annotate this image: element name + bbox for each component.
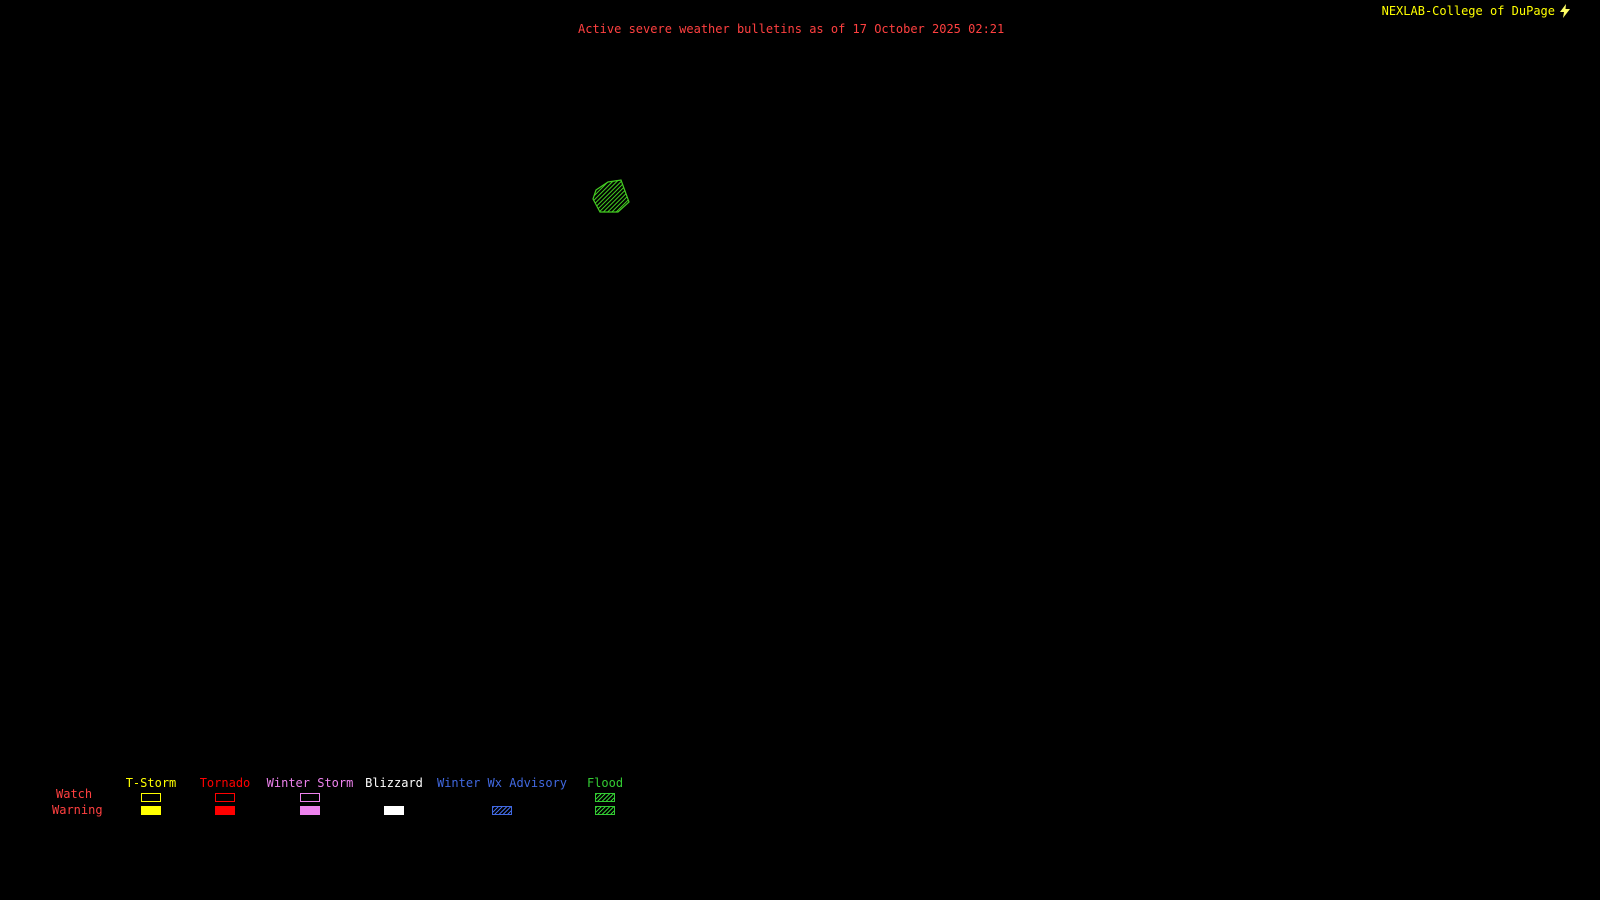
legend-warning-label: Warning bbox=[52, 803, 103, 817]
tornado-label: Tornado bbox=[199, 776, 251, 790]
legend: Watch Warning T-Storm Tornado Winter Sto… bbox=[0, 776, 1600, 824]
legend-column-blizzard: Blizzard bbox=[363, 776, 425, 815]
winter-storm-warning-swatch bbox=[300, 806, 320, 815]
flood-label: Flood bbox=[586, 776, 624, 790]
flood-warning-swatch bbox=[595, 806, 615, 815]
lightning-bolt-icon bbox=[1560, 4, 1570, 18]
legend-column-winter-wx-advisory: Winter Wx Advisory bbox=[436, 776, 568, 815]
flood-watch-polygon[interactable] bbox=[590, 178, 634, 218]
legend-column-winter-storm: Winter Storm bbox=[264, 776, 356, 815]
winter-wx-advisory-warning-swatch bbox=[492, 806, 512, 815]
legend-column-tornado: Tornado bbox=[196, 776, 254, 815]
legend-column-tstorm: T-Storm bbox=[122, 776, 180, 815]
legend-column-flood: Flood bbox=[583, 776, 627, 815]
winter-storm-label: Winter Storm bbox=[266, 776, 354, 790]
tstorm-watch-swatch bbox=[141, 793, 161, 802]
page-title: Active severe weather bulletins as of 17… bbox=[578, 22, 1005, 36]
tornado-watch-swatch bbox=[215, 793, 235, 802]
tstorm-label: T-Storm bbox=[125, 776, 177, 790]
blizzard-label: Blizzard bbox=[365, 776, 423, 790]
winter-wx-advisory-label: Winter Wx Advisory bbox=[436, 776, 568, 790]
tornado-warning-swatch bbox=[215, 806, 235, 815]
brand-text: NEXLAB-College of DuPage bbox=[1381, 4, 1555, 18]
blizzard-warning-swatch bbox=[384, 806, 404, 815]
tstorm-warning-swatch bbox=[141, 806, 161, 815]
legend-watch-label: Watch bbox=[56, 787, 93, 801]
brand: NEXLAB-College of DuPage bbox=[1382, 4, 1570, 18]
winter-storm-watch-swatch bbox=[300, 793, 320, 802]
flood-watch-swatch bbox=[595, 793, 615, 802]
